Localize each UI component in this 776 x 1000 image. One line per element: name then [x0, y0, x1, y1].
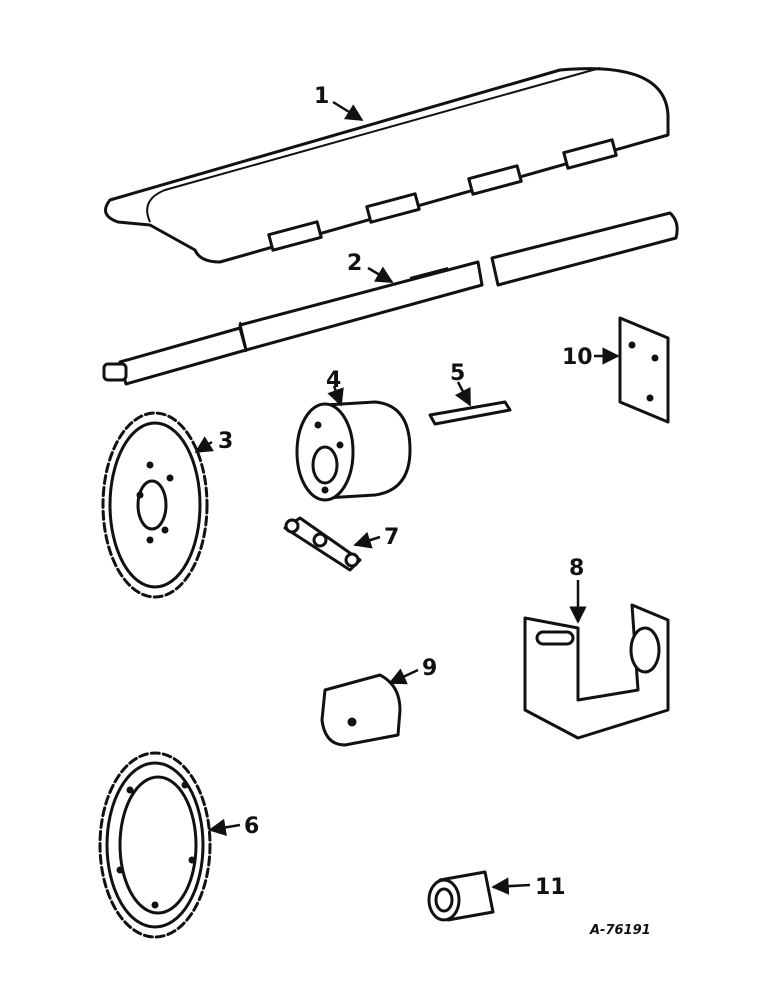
part-3-small-sprocket	[101, 411, 209, 599]
callout-2: 2	[347, 251, 362, 276]
callout-7: 7	[384, 525, 399, 550]
part-4-hub	[295, 400, 412, 502]
part-2-shaft	[102, 211, 679, 386]
part-5-key	[428, 400, 512, 426]
callout-6: 6	[244, 814, 259, 839]
callout-3: 3	[218, 429, 233, 454]
callout-8: 8	[569, 556, 584, 581]
callout-1: 1	[314, 84, 329, 109]
leader-1	[332, 100, 364, 122]
callouts: 1 2 3 4 5 6 7 8 9 10 11	[218, 84, 593, 900]
part-6-large-sprocket	[98, 751, 212, 939]
reference-code: A-76191	[589, 923, 651, 938]
leader-5	[454, 381, 472, 407]
callout-5: 5	[450, 361, 465, 386]
leader-4	[327, 385, 344, 407]
callout-9: 9	[422, 656, 437, 681]
leader-9	[388, 668, 419, 685]
part-7-chain-link	[283, 516, 362, 572]
leader-6	[208, 818, 241, 837]
part-10-plate	[618, 316, 670, 424]
leader-3	[194, 436, 214, 454]
leader-11	[491, 877, 531, 895]
callout-4: 4	[326, 368, 341, 393]
callout-10: 10	[562, 345, 593, 370]
part-8-bracket	[523, 603, 670, 740]
part-1-slat	[104, 67, 670, 264]
part-11-bushing	[427, 870, 495, 922]
callout-11: 11	[535, 875, 566, 900]
part-9-clip	[320, 673, 402, 747]
leader-arrows	[194, 100, 620, 895]
leader-7	[353, 531, 381, 549]
leader-2	[367, 266, 394, 284]
